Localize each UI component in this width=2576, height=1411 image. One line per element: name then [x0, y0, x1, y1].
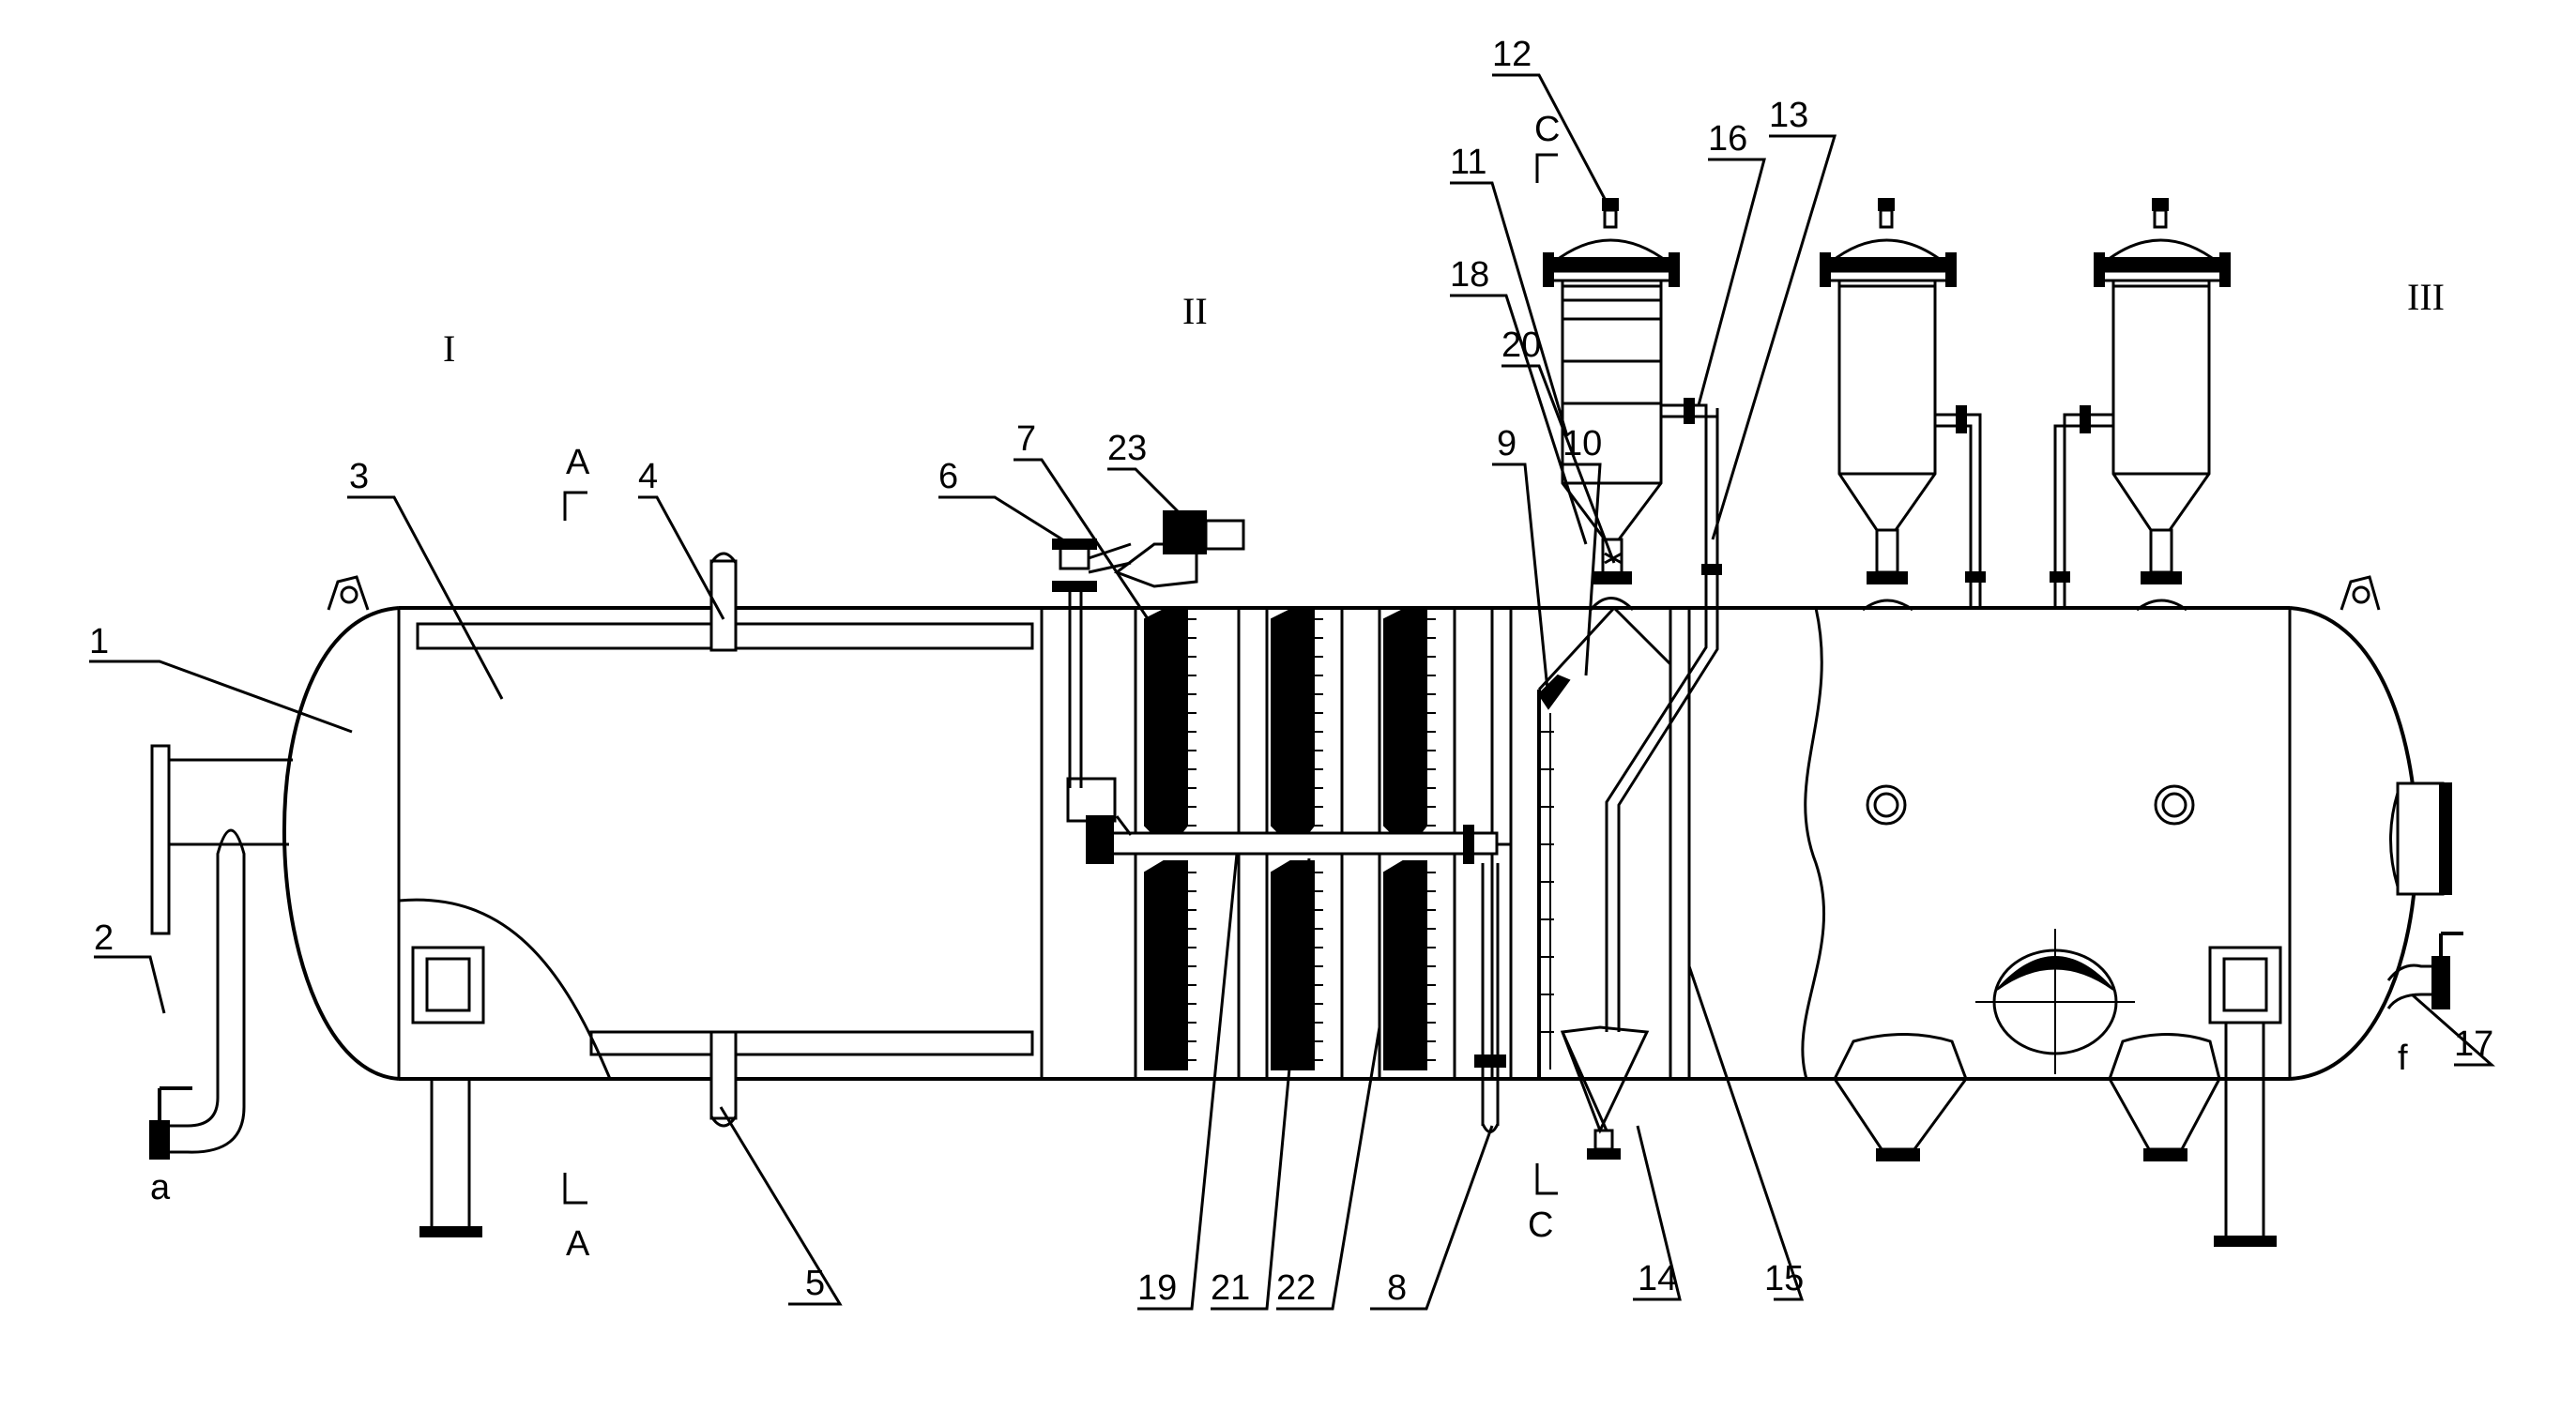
saddle-support-left [411, 946, 485, 1237]
port-letters: a f [150, 1039, 2408, 1207]
callout-19: 19 [1137, 1268, 1177, 1308]
port-letter-outlet: f [2398, 1039, 2408, 1078]
drain-nozzle-8 [1474, 863, 1506, 1133]
callout-10: 10 [1562, 424, 1602, 463]
saddle-support-right [2208, 946, 2282, 1247]
callout-14: 14 [1638, 1259, 1677, 1298]
section-letter-a-bottom: A [566, 1224, 590, 1264]
inspection-windows [1866, 784, 2195, 826]
coalescer-section [1110, 608, 1513, 1079]
callout-labels: 1 2 3 4 5 6 7 23 19 21 22 8 9 10 18 20 1… [89, 35, 2493, 1308]
callout-16: 16 [1708, 119, 1747, 159]
section-letter-a-top: A [566, 443, 590, 482]
collector-drum-2 [1820, 198, 1957, 612]
sumps [1833, 1033, 2221, 1161]
callout-21: 21 [1211, 1268, 1250, 1308]
callout-5: 5 [805, 1264, 825, 1303]
left-head [398, 608, 1044, 1080]
leader-lines [89, 73, 2495, 1311]
callout-22: 22 [1276, 1268, 1316, 1308]
zone-label-1: I [443, 327, 455, 370]
zone-label-3: III [2407, 276, 2445, 318]
section-markers [563, 153, 1558, 1205]
port-letter-inlet: a [150, 1168, 171, 1207]
callout-1: 1 [89, 622, 109, 661]
collector-drum-1 [1543, 198, 1680, 612]
manhole [1975, 929, 2135, 1074]
callout-11: 11 [1450, 143, 1486, 182]
callout-6: 6 [938, 457, 958, 496]
callout-2: 2 [94, 918, 114, 958]
inlet-pipe [149, 744, 293, 1160]
section-letter-c-bottom: C [1528, 1206, 1553, 1245]
lifting-lug-left [327, 575, 370, 611]
break-line [1801, 607, 1825, 1080]
callout-12: 12 [1492, 35, 1532, 74]
callout-7: 7 [1016, 419, 1036, 459]
callout-17: 17 [2454, 1024, 2493, 1064]
callout-20: 20 [1501, 326, 1541, 365]
callout-18: 18 [1450, 255, 1489, 295]
section-letters: A A C C [566, 110, 1560, 1264]
callout-15: 15 [1764, 1259, 1804, 1298]
riser-pipe [1605, 408, 1719, 1032]
callout-9: 9 [1497, 424, 1517, 463]
connector-pipes [1661, 398, 2113, 610]
outlet-nozzle [2386, 781, 2463, 1009]
callout-4: 4 [638, 457, 658, 496]
zone-label-2: II [1182, 290, 1208, 332]
callout-8: 8 [1387, 1268, 1407, 1308]
lifting-lug-right [2340, 575, 2381, 611]
section-letter-c-top: C [1534, 110, 1560, 149]
collector-drum-3 [2094, 198, 2231, 612]
callout-23: 23 [1107, 429, 1147, 468]
callout-13: 13 [1769, 96, 1808, 135]
callout-3: 3 [349, 457, 369, 496]
nozzle-bottom-5 [709, 1030, 738, 1128]
separation-chamber [1537, 606, 1691, 1160]
zone-labels: I II III [443, 276, 2445, 370]
